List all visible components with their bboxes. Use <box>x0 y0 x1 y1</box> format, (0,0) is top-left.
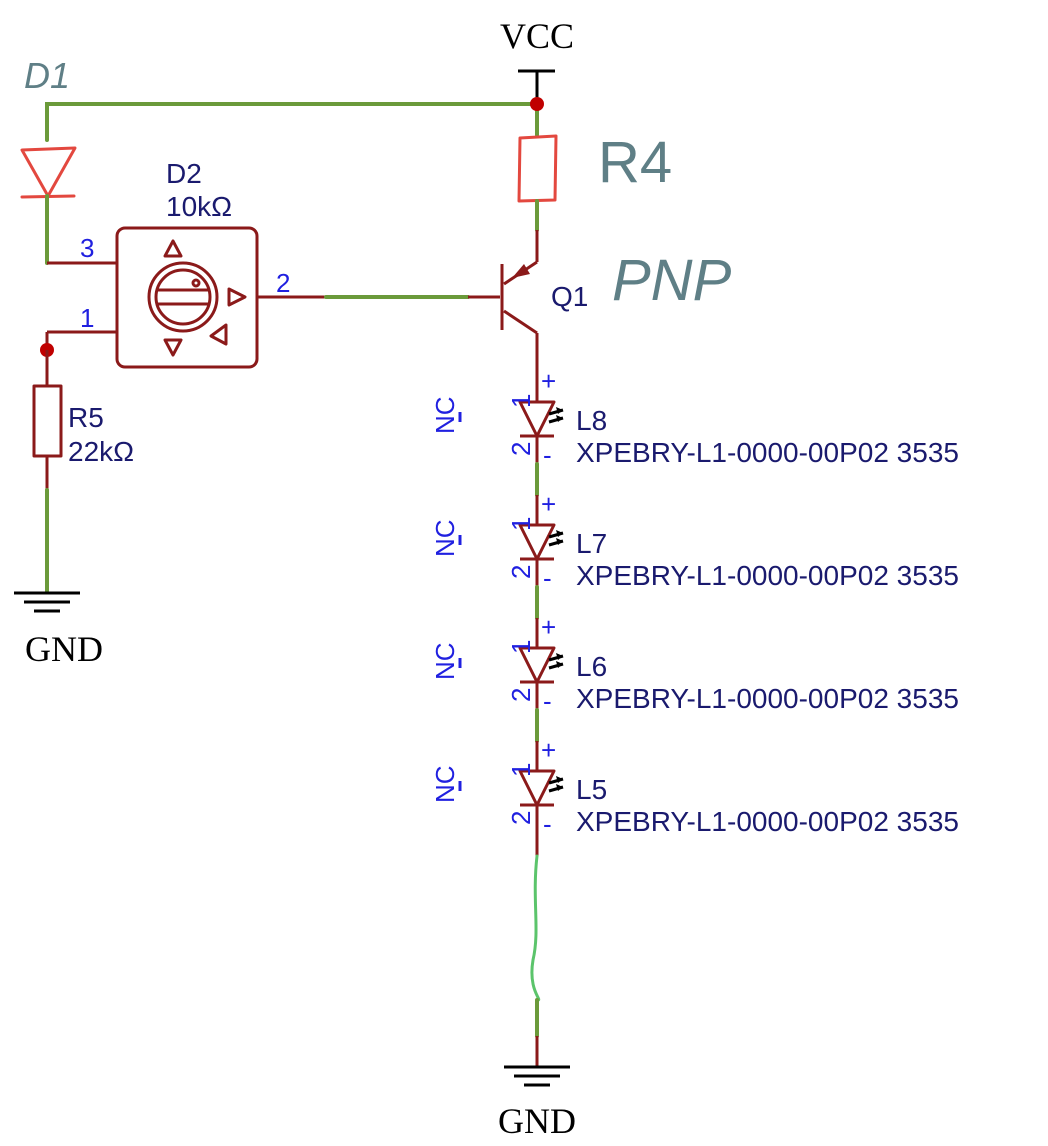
d1-hand-diode: D1 <box>20 55 77 265</box>
led-light-arrowhead-1 <box>556 407 563 414</box>
led-triangle <box>518 400 556 438</box>
led-nc-label: NC <box>430 519 460 557</box>
led-triangle <box>518 769 556 807</box>
led-nc-label: NC <box>430 765 460 803</box>
pot-arrow-diag <box>209 323 228 346</box>
top-net <box>45 97 544 142</box>
r5-body <box>32 384 63 458</box>
led-pin2-num: 2 <box>506 811 536 825</box>
gnd-bottom-symbol: GND <box>498 1065 576 1141</box>
led-light-arrowhead-1 <box>556 530 563 537</box>
pot-pin1-num: 1 <box>80 303 94 333</box>
q1-ref: Q1 <box>551 281 588 312</box>
led-light-arrowhead-1 <box>556 776 563 783</box>
q1-emitter-arrow <box>512 264 530 278</box>
led-light-arrowhead-2 <box>556 661 563 668</box>
pot-pin2-num: 2 <box>276 268 290 298</box>
q1-transistor: Q1 PNP <box>500 230 732 372</box>
led-ref: L5 <box>576 774 607 805</box>
led-pin1-num: 1 <box>506 640 536 654</box>
r5-ref: R5 <box>68 402 104 433</box>
pot-body <box>115 226 259 369</box>
r4-hand-label: R4 <box>598 130 672 195</box>
led-part-number: XPEBRY-L1-0000-00P02 3535 <box>576 560 959 591</box>
led-ref: L6 <box>576 651 607 682</box>
vcc-symbol: VCC <box>500 16 574 104</box>
r5-branch: R5 22kΩ <box>32 332 134 594</box>
led-triangle <box>518 523 556 561</box>
pot-pin3-num: 3 <box>80 233 94 263</box>
q1-collector-line <box>503 309 538 335</box>
gnd-left-symbol: GND <box>14 591 103 669</box>
d1-triangle <box>20 146 77 198</box>
led-minus-sign: - <box>543 686 552 716</box>
led-plus-sign: + <box>541 612 556 642</box>
vcc-label: VCC <box>500 16 574 56</box>
pot-arrow-down <box>163 338 183 357</box>
pot-dot <box>191 278 201 288</box>
led-triangle <box>518 646 556 684</box>
led-pin2-num: 2 <box>506 688 536 702</box>
pot-value: 10kΩ <box>166 191 232 222</box>
pot-arrow-up <box>163 239 183 258</box>
led-light-arrowhead-2 <box>556 784 563 791</box>
led-nc-label: NC <box>430 396 460 434</box>
gnd-bottom-label: GND <box>498 1101 576 1141</box>
led-pin2-num: 2 <box>506 565 536 579</box>
gnd-left-label: GND <box>25 629 103 669</box>
pot-ref: D2 <box>166 158 202 189</box>
led-pin1-num: 1 <box>506 394 536 408</box>
led-minus-sign: - <box>543 440 552 470</box>
led-part-number: XPEBRY-L1-0000-00P02 3535 <box>576 683 959 714</box>
q1-hand-label: PNP <box>612 248 732 313</box>
d1-hand-label: D1 <box>24 55 70 96</box>
led-pin2-num: 2 <box>506 442 536 456</box>
led-part-number: XPEBRY-L1-0000-00P02 3535 <box>576 806 959 837</box>
wire-vcc-d1 <box>45 102 539 142</box>
led-light-arrowhead-2 <box>556 415 563 422</box>
r4-body <box>517 134 558 203</box>
led-minus-sign: - <box>543 563 552 593</box>
pot-arrow-right <box>227 287 247 307</box>
led-ref: L8 <box>576 405 607 436</box>
pot-d2: D2 10kΩ 3 1 2 <box>47 158 326 369</box>
junction-vcc <box>530 97 544 111</box>
r4-hand-resistor: R4 <box>517 130 672 232</box>
led-plus-sign: + <box>541 735 556 765</box>
led-minus-sign: - <box>543 809 552 839</box>
led-pin1-num: 1 <box>506 763 536 777</box>
pot-dial-inner <box>154 268 212 326</box>
led-light-arrowhead-1 <box>556 653 563 660</box>
r5-value: 22kΩ <box>68 436 134 467</box>
hand-drawn-wire <box>530 854 541 1002</box>
led-nc-label: NC <box>430 642 460 680</box>
led-pin1-num: 1 <box>506 517 536 531</box>
pot-dial-outer <box>147 261 219 333</box>
led-ref: L7 <box>576 528 607 559</box>
led-plus-sign: + <box>541 366 556 396</box>
led-plus-sign: + <box>541 489 556 519</box>
led-light-arrowhead-2 <box>556 538 563 545</box>
led-part-number: XPEBRY-L1-0000-00P02 3535 <box>576 437 959 468</box>
